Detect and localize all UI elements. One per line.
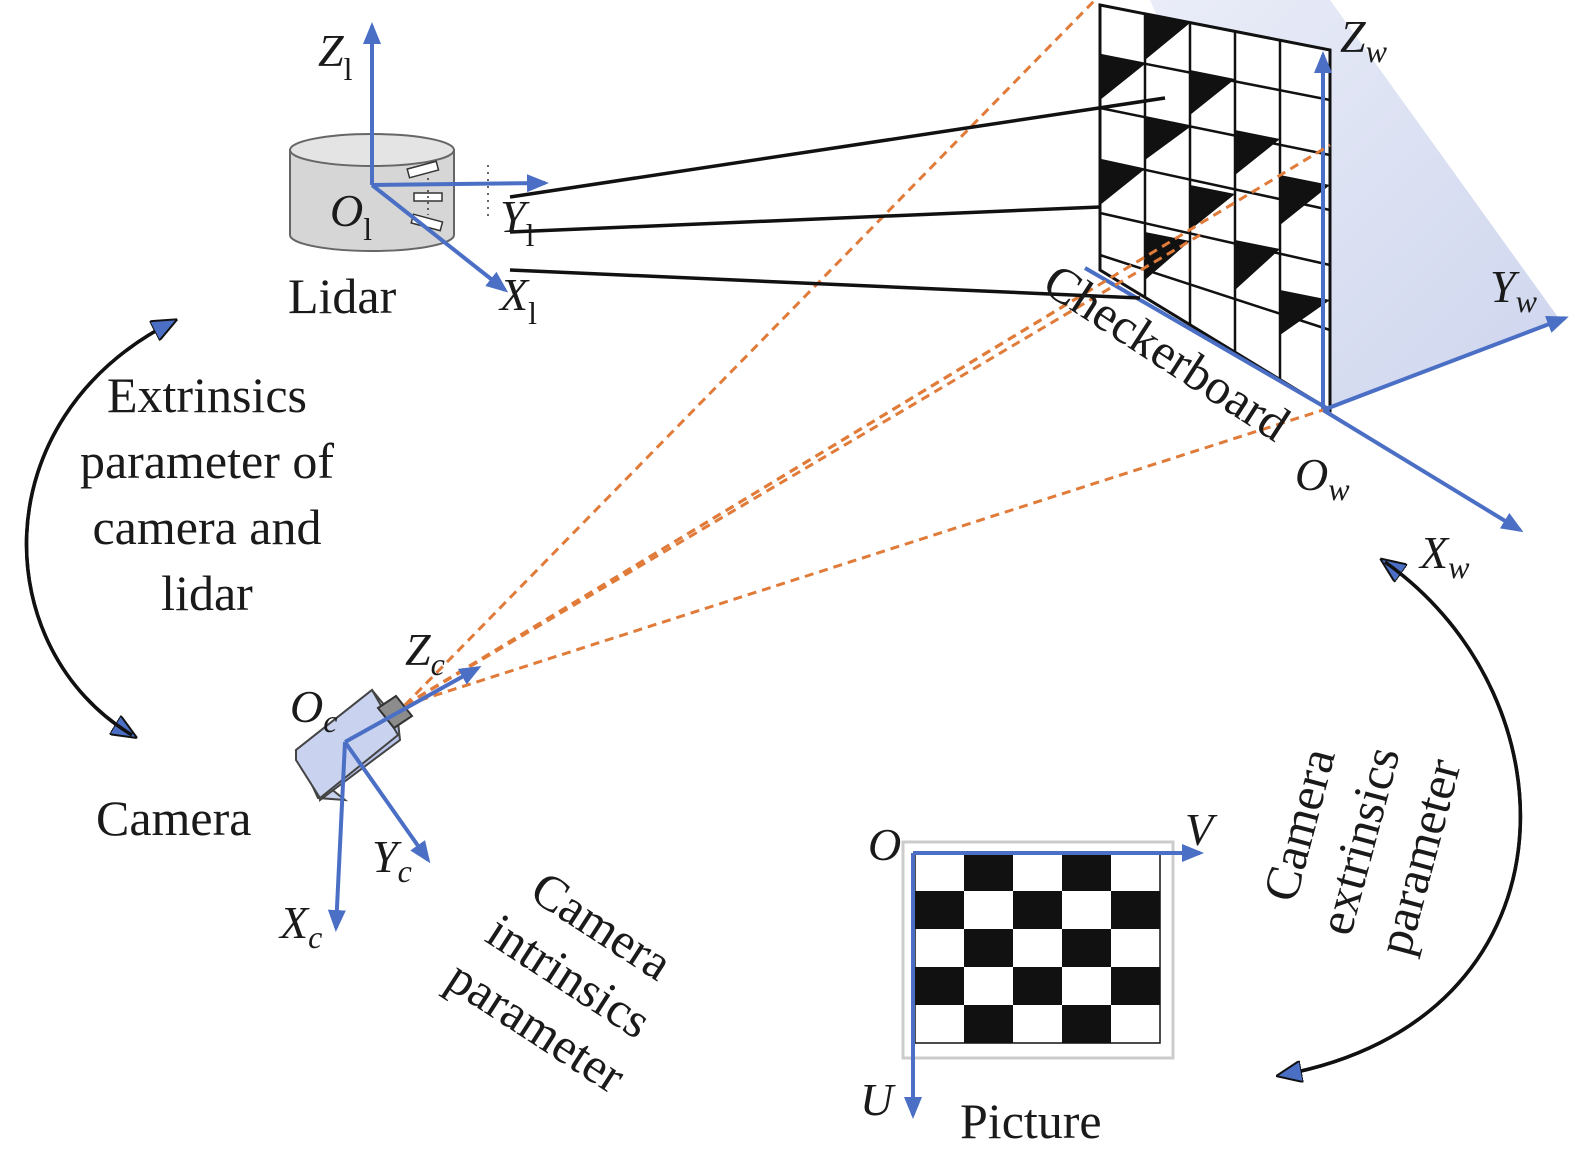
- extrinsics-cam-lidar-text: Extrinsics parameter of camera and lidar: [80, 367, 334, 621]
- lidar-x-axis: [370, 183, 509, 293]
- camera-y-label: Y: [372, 831, 402, 882]
- picture-image: [901, 840, 1204, 1119]
- camera-x-axis: [327, 741, 347, 932]
- camera-z-label: Z: [405, 624, 431, 675]
- lidar-z-label: Z: [318, 25, 344, 76]
- extrinsics-line-1: Extrinsics: [107, 367, 307, 423]
- camera-x-label: X: [278, 897, 310, 948]
- lidar-axes: [363, 22, 549, 293]
- checkerboard-dark-cells: [1100, 14, 1330, 335]
- lidar-y-sub: l: [526, 217, 535, 253]
- extrinsics-line-4: lidar: [161, 565, 253, 621]
- svg-text:Xc: Xc: [278, 897, 322, 955]
- svg-text:Xw: Xw: [1418, 527, 1470, 585]
- world-y-sub: w: [1516, 283, 1538, 319]
- lidar-y-axis: [371, 174, 549, 193]
- world-axes: [1314, 51, 1569, 533]
- camera-intrinsics-text: Camera intrinsics parameter: [438, 860, 683, 1105]
- world-z-sub: w: [1366, 33, 1388, 69]
- projection-rays: [403, 0, 1331, 707]
- svg-text:Yc: Yc: [372, 831, 412, 889]
- camera-axes: [327, 666, 482, 932]
- svg-text:Yl: Yl: [500, 191, 535, 253]
- camera-x-sub: c: [308, 919, 322, 955]
- svg-text:Zl: Zl: [318, 25, 353, 87]
- lidar-x-label: X: [498, 269, 530, 320]
- svg-text:Xl: Xl: [498, 269, 537, 331]
- world-origin-label: O: [1295, 449, 1328, 500]
- lidar-label: Lidar: [288, 268, 397, 324]
- camera-z-sub: c: [431, 646, 445, 682]
- world-x-axis: [1321, 408, 1524, 533]
- lidar-beams: [509, 96, 1166, 300]
- picture-v-label: V: [1185, 804, 1218, 855]
- lidar-origin-label: O: [330, 185, 363, 236]
- svg-text:Oc: Oc: [290, 681, 337, 739]
- picture-frame: [901, 840, 1175, 1060]
- world-z-label: Z: [1340, 11, 1366, 62]
- camera-y-sub: c: [398, 853, 412, 889]
- lidar-x-sub: l: [528, 295, 537, 331]
- checkerboard-bottom-edge: [1083, 266, 1332, 412]
- checkerboard-group: [1083, 0, 1560, 413]
- camera-origin-label: O: [290, 681, 323, 732]
- extrinsics-lidar-camera-arc-start: [24, 322, 172, 737]
- svg-text:Ow: Ow: [1295, 449, 1350, 507]
- lidar-z-sub: l: [344, 51, 353, 87]
- world-x-sub: w: [1448, 549, 1470, 585]
- svg-text:Yw: Yw: [1490, 261, 1538, 319]
- world-origin-sub: w: [1328, 471, 1350, 507]
- svg-text:Ol: Ol: [330, 185, 372, 247]
- camera-extrinsics-arc-start: [1282, 560, 1523, 1075]
- svg-text:Zw: Zw: [1340, 11, 1388, 69]
- world-y-axis: [1322, 315, 1569, 412]
- picture-checker-cells: [915, 853, 1160, 1043]
- picture-u-label: U: [860, 1074, 896, 1125]
- world-x-label: X: [1418, 527, 1450, 578]
- picture-origin-label: O: [868, 819, 901, 870]
- svg-text:Zc: Zc: [405, 624, 445, 682]
- extrinsics-line-2: parameter of: [80, 433, 334, 489]
- camera-extrinsics-text: Camera extrinsics parameter: [1252, 741, 1472, 961]
- picture-label: Picture: [960, 1093, 1102, 1149]
- extrinsics-line-3: camera and: [92, 499, 321, 555]
- lidar-device: [289, 133, 489, 252]
- camera-z-axis: [344, 666, 482, 744]
- camera-label: Camera: [96, 790, 251, 846]
- world-y-label: Y: [1490, 261, 1520, 312]
- camera-y-axis: [343, 740, 431, 864]
- lidar-y-label: Y: [500, 191, 530, 242]
- lidar-origin-sub: l: [363, 211, 372, 247]
- camera-origin-sub: c: [323, 703, 337, 739]
